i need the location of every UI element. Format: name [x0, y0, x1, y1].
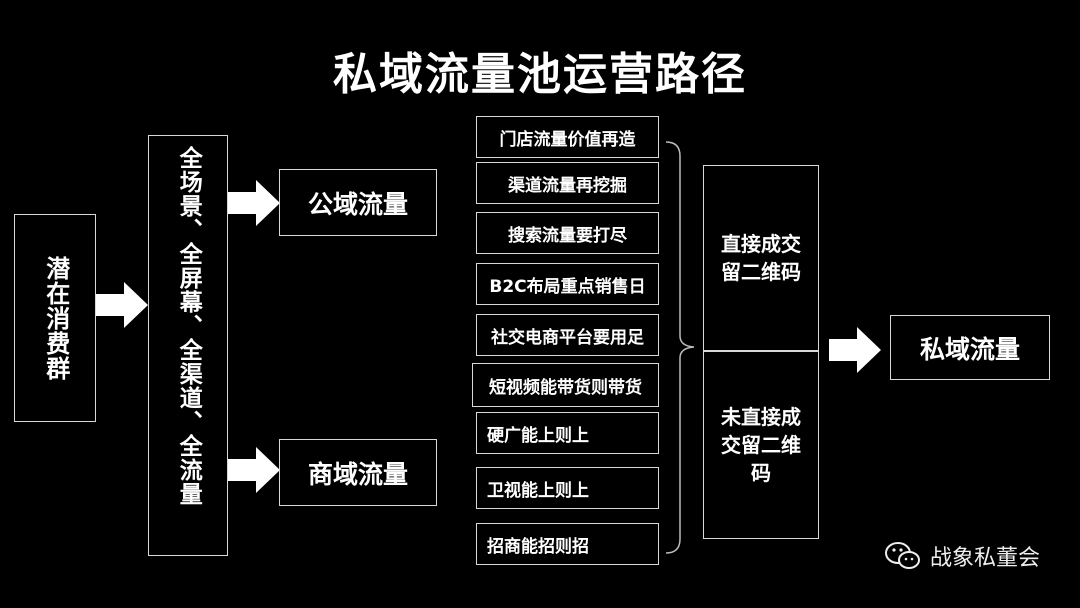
- arrow-to-public: [228, 180, 280, 226]
- tactic-box-8: 卫视能上则上: [476, 467, 659, 509]
- arrow-to-commercial: [228, 447, 280, 493]
- arrow-to-result: [829, 327, 881, 373]
- tactic-box-7: 硬广能上则上: [476, 412, 659, 454]
- private-traffic-label: 私域流量: [919, 334, 1020, 364]
- direct-outcome-label: 直接成交留二维码: [721, 232, 801, 284]
- tactic-label-2: 渠道流量再挖掘: [508, 175, 627, 196]
- diagram-title: 私域流量池运营路径: [333, 49, 747, 100]
- tactic-label-1: 门店流量价值再造: [499, 129, 636, 150]
- commercial-traffic-label: 商域流量: [307, 459, 408, 489]
- channels-line-3: 全渠道、: [175, 337, 202, 434]
- source-label: 潜在消费群: [41, 255, 70, 381]
- tactic-box-1: 门店流量价值再造: [476, 116, 659, 158]
- tactic-label-9: 招商能招则招: [487, 536, 589, 557]
- channels-label: 全场景、全屏幕、全渠道、全流量: [175, 146, 201, 546]
- channels-box: 全场景、全屏幕、全渠道、全流量: [148, 135, 228, 556]
- source-box: 潜在消费群: [14, 214, 96, 422]
- tactic-label-7: 硬广能上则上: [487, 425, 589, 446]
- direct-outcome-box: 直接成交留二维码: [703, 165, 819, 351]
- tactic-box-6: 短视频能带货则带货: [472, 363, 659, 407]
- tactic-box-5: 社交电商平台要用足: [476, 314, 659, 356]
- indirect-outcome-box: 未直接成交留二维码: [703, 351, 819, 539]
- channels-line-2: 全屏幕、: [175, 241, 202, 338]
- wechat-icon: [884, 542, 920, 569]
- commercial-traffic-box: 商域流量: [279, 439, 437, 506]
- tactics-brace: [665, 141, 695, 554]
- indirect-outcome-label: 未直接成交留二维码: [721, 405, 801, 485]
- tactic-box-2: 渠道流量再挖掘: [476, 162, 659, 204]
- tactic-label-8: 卫视能上则上: [487, 480, 589, 501]
- private-traffic-box: 私域流量: [890, 315, 1050, 380]
- arrow-source-to-middle: [96, 282, 148, 328]
- public-traffic-label: 公域流量: [307, 189, 408, 219]
- channels-line-1: 全场景、: [175, 145, 202, 242]
- tactic-box-4: B2C布局重点销售日: [476, 263, 659, 305]
- watermark: 战象私董会: [884, 540, 1040, 572]
- tactic-label-4: B2C布局重点销售日: [489, 276, 646, 297]
- tactic-label-5: 社交电商平台要用足: [491, 327, 644, 348]
- public-traffic-box: 公域流量: [279, 169, 437, 236]
- tactic-box-3: 搜索流量要打尽: [476, 212, 659, 254]
- tactic-label-6: 短视频能带货则带货: [489, 377, 642, 398]
- tactic-box-9: 招商能招则招: [476, 523, 659, 565]
- tactic-label-3: 搜索流量要打尽: [508, 225, 627, 246]
- channels-line-4: 全流量: [175, 433, 202, 506]
- watermark-text: 战象私董会: [929, 546, 1040, 571]
